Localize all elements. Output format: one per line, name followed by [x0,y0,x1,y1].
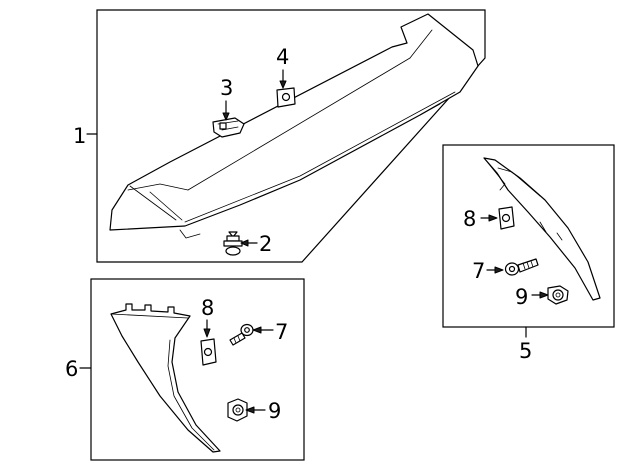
callout-5: 5 [519,339,532,363]
right-trim-part[interactable] [483,157,601,301]
right-trim-group-frame [442,144,615,328]
right-trim-group: 8 7 9 5 [442,144,615,363]
left-nut-icon[interactable] [200,338,217,366]
callout-6: 6 [65,357,78,381]
spoiler-group: 1 2 3 4 [73,9,486,263]
callout-1: 1 [73,124,86,148]
callout-7-left: 7 [275,320,288,344]
callout-3: 3 [220,76,233,100]
callout-8-right: 8 [463,207,476,231]
callout-7-right: 7 [472,259,485,283]
right-grommet-icon[interactable] [547,285,569,305]
callout-2: 2 [259,232,272,256]
left-screw-icon[interactable] [229,323,254,346]
right-screw-icon[interactable] [504,258,539,276]
right-nut-icon[interactable] [498,206,515,230]
callout-8-left: 8 [201,296,214,320]
callout-9-right: 9 [515,285,528,309]
left-trim-part[interactable] [110,303,221,453]
spoiler-part[interactable] [109,13,479,239]
left-grommet-icon[interactable] [227,398,248,422]
callout-4: 4 [276,45,289,69]
callout-9-left: 9 [268,399,281,423]
spoiler-retainer-icon[interactable] [212,117,245,138]
spoiler-group-frame [96,9,486,263]
left-trim-group: 8 7 9 6 [65,278,305,461]
spoiler-clip-icon[interactable] [223,231,243,256]
left-trim-group-frame [90,278,305,461]
spoiler-nut-clip-icon[interactable] [276,87,296,108]
